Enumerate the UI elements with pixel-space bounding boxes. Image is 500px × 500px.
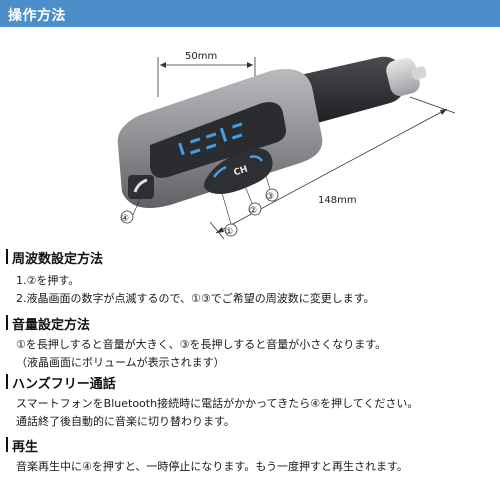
section-heading: 音量設定方法 [6, 314, 90, 333]
cigarette-plug [300, 56, 427, 125]
section-heading: ハンズフリー通話 [6, 373, 116, 392]
section-line: （液晶画面にボリュームが表示されます） [16, 356, 225, 369]
phone-button[interactable] [128, 175, 154, 199]
section-line: ①を長押しすると音量が大きく、③を長押しすると音量が小さくなります。 [16, 338, 387, 351]
ch-button-icon: CH [233, 164, 250, 178]
callout-3: ③ [261, 162, 279, 202]
width-dimension [157, 57, 256, 97]
page-title: 操作方法 [8, 8, 66, 24]
header-bar: 操作方法 [0, 0, 500, 27]
callout-2-label: ② [249, 206, 257, 216]
section-line: スマートフォンをBluetooth接続時に電話がかかってきたら④を押してください… [16, 397, 419, 410]
section-heading: 再生 [6, 436, 38, 455]
next-arrow-icon [249, 155, 264, 162]
callout-4: ④ [120, 198, 141, 224]
length-label: 148mm [318, 195, 357, 206]
prev-arrow-icon [212, 165, 227, 178]
callout-2: ② [241, 178, 262, 216]
callout-4-label: ④ [121, 214, 129, 224]
screen-display [178, 122, 243, 156]
phone-icon [133, 178, 148, 193]
section-line: 1.②を押す。 [16, 274, 80, 287]
section-line: 2.液晶画面の数字が点滅するので、①③でご希望の周波数に変更します。 [16, 292, 375, 305]
callout-3-label: ③ [266, 192, 274, 202]
section-line: 通話終了後自動的に音楽に切り替わります。 [16, 415, 235, 428]
section-line: 音楽再生中に④を押すと、一時停止になります。もう一度押すと再生されます。 [16, 460, 408, 473]
width-label: 50mm [185, 51, 217, 62]
device-body: CH [117, 69, 323, 209]
callout-1: ① [221, 192, 238, 237]
fm-transmitter-illustration: 50mm 148mm [117, 51, 456, 240]
product-figure: 50mm 148mm [0, 27, 500, 245]
control-pad: CH [204, 148, 273, 194]
callout-1-label: ① [225, 227, 233, 237]
section-heading: 周波数設定方法 [6, 248, 103, 267]
